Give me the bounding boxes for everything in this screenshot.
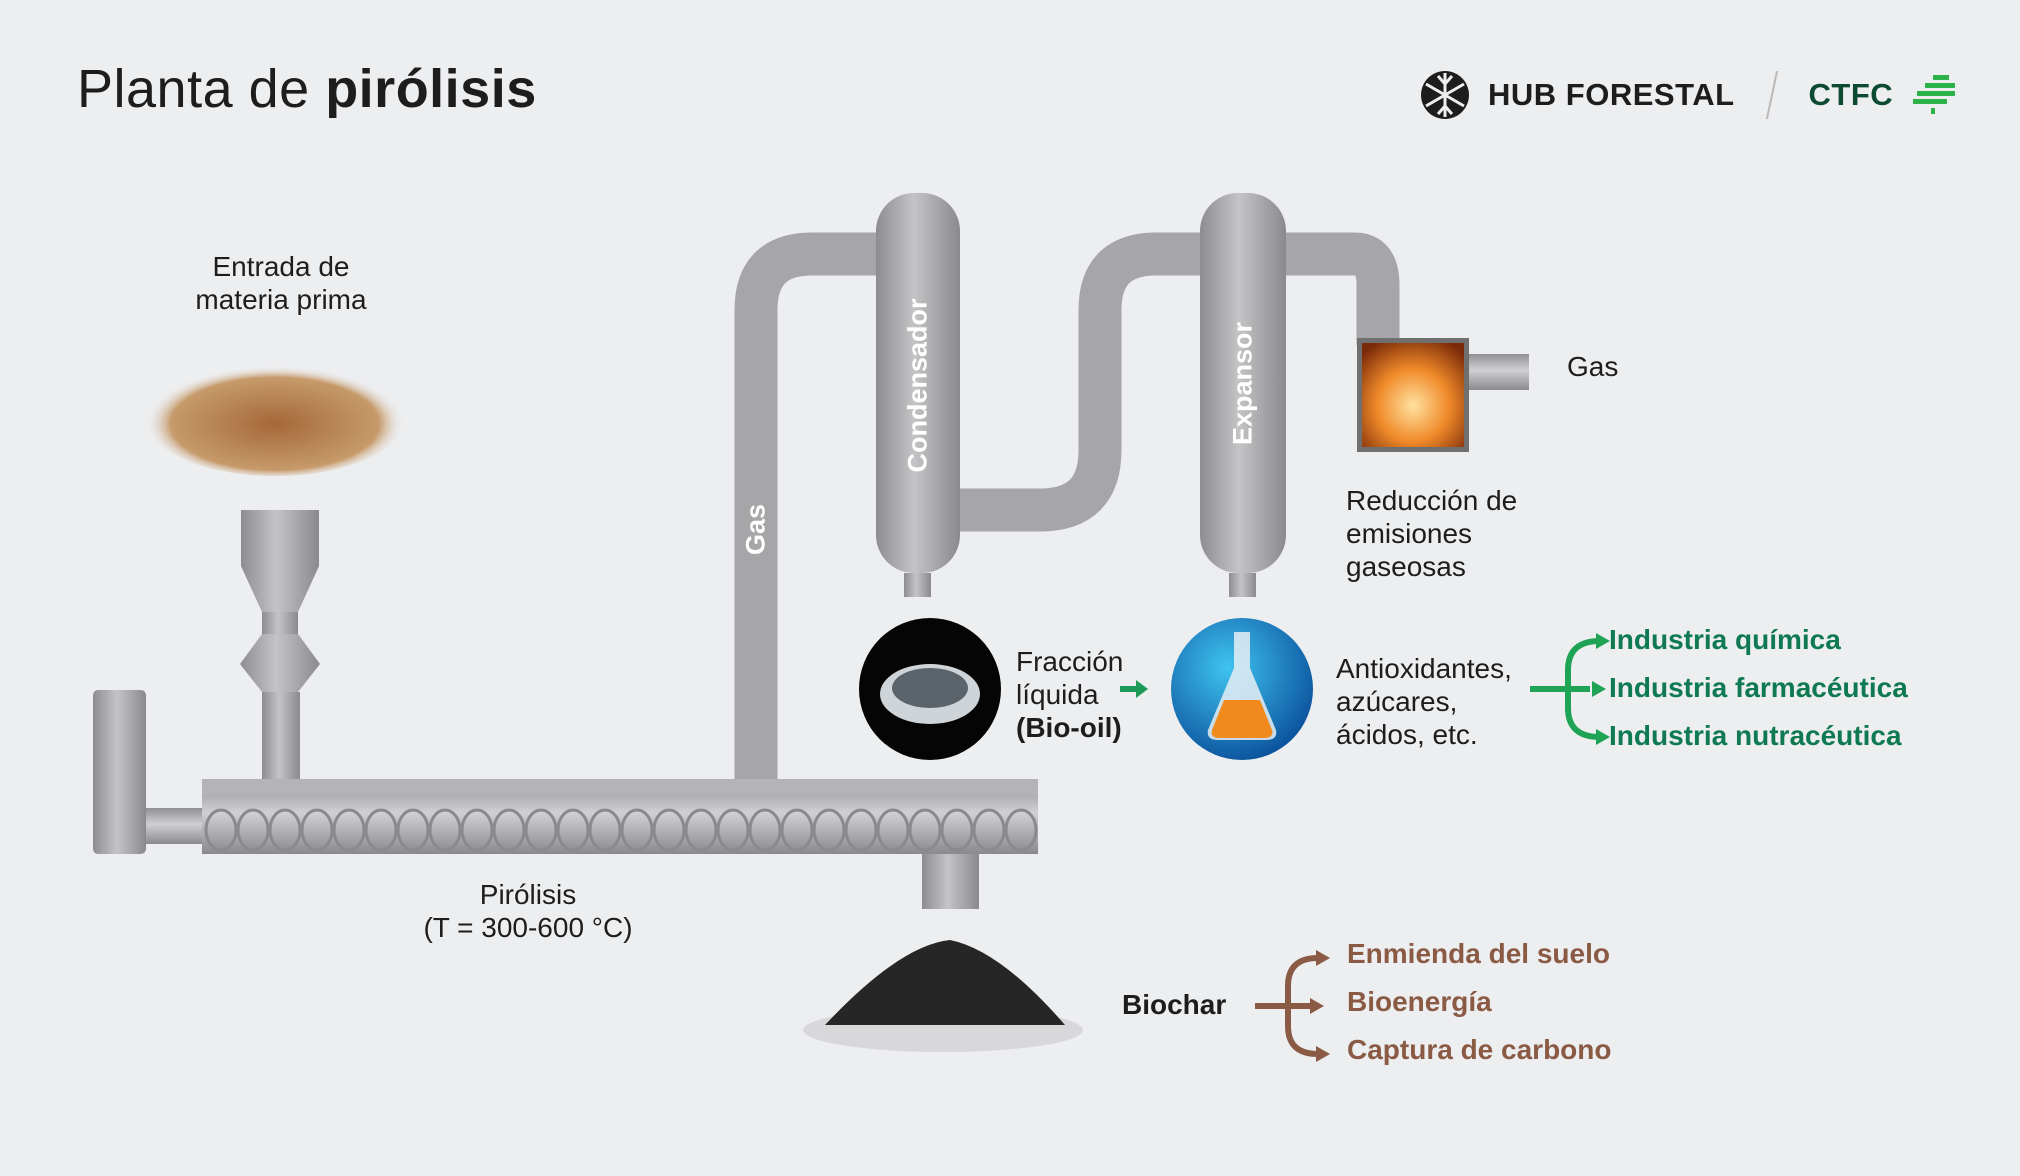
screw-flight [332, 808, 366, 852]
label-gas-out: Gas [1567, 351, 1619, 382]
condensador-outlet [904, 573, 931, 597]
biochar-pile [825, 940, 1065, 1025]
hopper [240, 510, 320, 780]
expansor-outlet [1229, 573, 1256, 597]
biochar-outlet [922, 854, 979, 909]
screw-flight [300, 808, 334, 852]
screw-flight [908, 808, 942, 852]
biochar-uses-brace-icon [1255, 955, 1319, 1057]
screw-flight [588, 808, 622, 852]
screw-flight [748, 808, 782, 852]
screw-flight [364, 808, 398, 852]
bio-oil-uses-brace-icon [1530, 638, 1601, 740]
screw-flight [428, 808, 462, 852]
screw-flight [268, 808, 302, 852]
screw-flight [556, 808, 590, 852]
screw-flight [620, 808, 654, 852]
bio-oil-arrow-icon [1120, 680, 1148, 698]
screw-flight [524, 808, 558, 852]
label-entrada: Entrada de materia prima [195, 251, 367, 315]
ctfc-logo-text: CTFC [1808, 77, 1894, 112]
use-industria-farmaceutica: Industria farmacéutica [1609, 672, 1908, 703]
motor [93, 690, 202, 854]
page-title: Planta de pirólisis [77, 59, 537, 119]
screw-flight [396, 808, 430, 852]
use-industria-nutraceutica: Industria nutracéutica [1609, 720, 1902, 751]
screw-flight [716, 808, 750, 852]
flame-icon [1362, 343, 1464, 447]
label-gas-pipe: Gas [740, 503, 771, 556]
screw-flight [844, 808, 878, 852]
label-condensador: Condensador [902, 298, 933, 473]
label-biochar: Biochar [1122, 989, 1227, 1020]
screw-flight [972, 808, 1006, 852]
screw-flight [684, 808, 718, 852]
screw-flight [1004, 808, 1038, 852]
ctfc-logo-icon [1913, 75, 1956, 114]
label-fraccion: Fracción líquida (Bio-oil) [1016, 646, 1124, 743]
screw-flight [780, 808, 814, 852]
label-reduccion: Reducción de emisiones gaseosas [1346, 485, 1518, 582]
screw-flight [812, 808, 846, 852]
label-expansor: Expansor [1227, 321, 1258, 446]
use-enmienda-suelo: Enmienda del suelo [1347, 938, 1610, 969]
screw-flight [492, 808, 526, 852]
screw-flight [876, 808, 910, 852]
use-bioenergia: Bioenergía [1347, 986, 1492, 1017]
gas-outlet-pipe [1466, 354, 1529, 390]
logos: HUB FORESTAL CTFC [1420, 70, 1961, 120]
use-industria-quimica: Industria química [1609, 624, 1841, 655]
screw-conveyor [204, 808, 1038, 852]
wood-chips-pile [145, 360, 405, 476]
screw-flight [236, 808, 270, 852]
gas-pipe [734, 232, 1400, 779]
condensador-column [876, 193, 960, 573]
use-captura-carbono: Captura de carbono [1347, 1034, 1612, 1065]
label-pirolisis: Pirólisis (T = 300-600 °C) [423, 879, 633, 943]
expansor-column [1200, 193, 1286, 573]
screw-flight [652, 808, 686, 852]
screw-flight [204, 808, 238, 852]
hub-forestal-logo-text: HUB FORESTAL [1488, 77, 1735, 112]
label-compounds: Antioxidantes, azúcares, ácidos, etc. [1336, 653, 1512, 750]
screw-flight [460, 808, 494, 852]
hub-forestal-logo-icon [1421, 71, 1469, 119]
screw-flight [940, 808, 974, 852]
